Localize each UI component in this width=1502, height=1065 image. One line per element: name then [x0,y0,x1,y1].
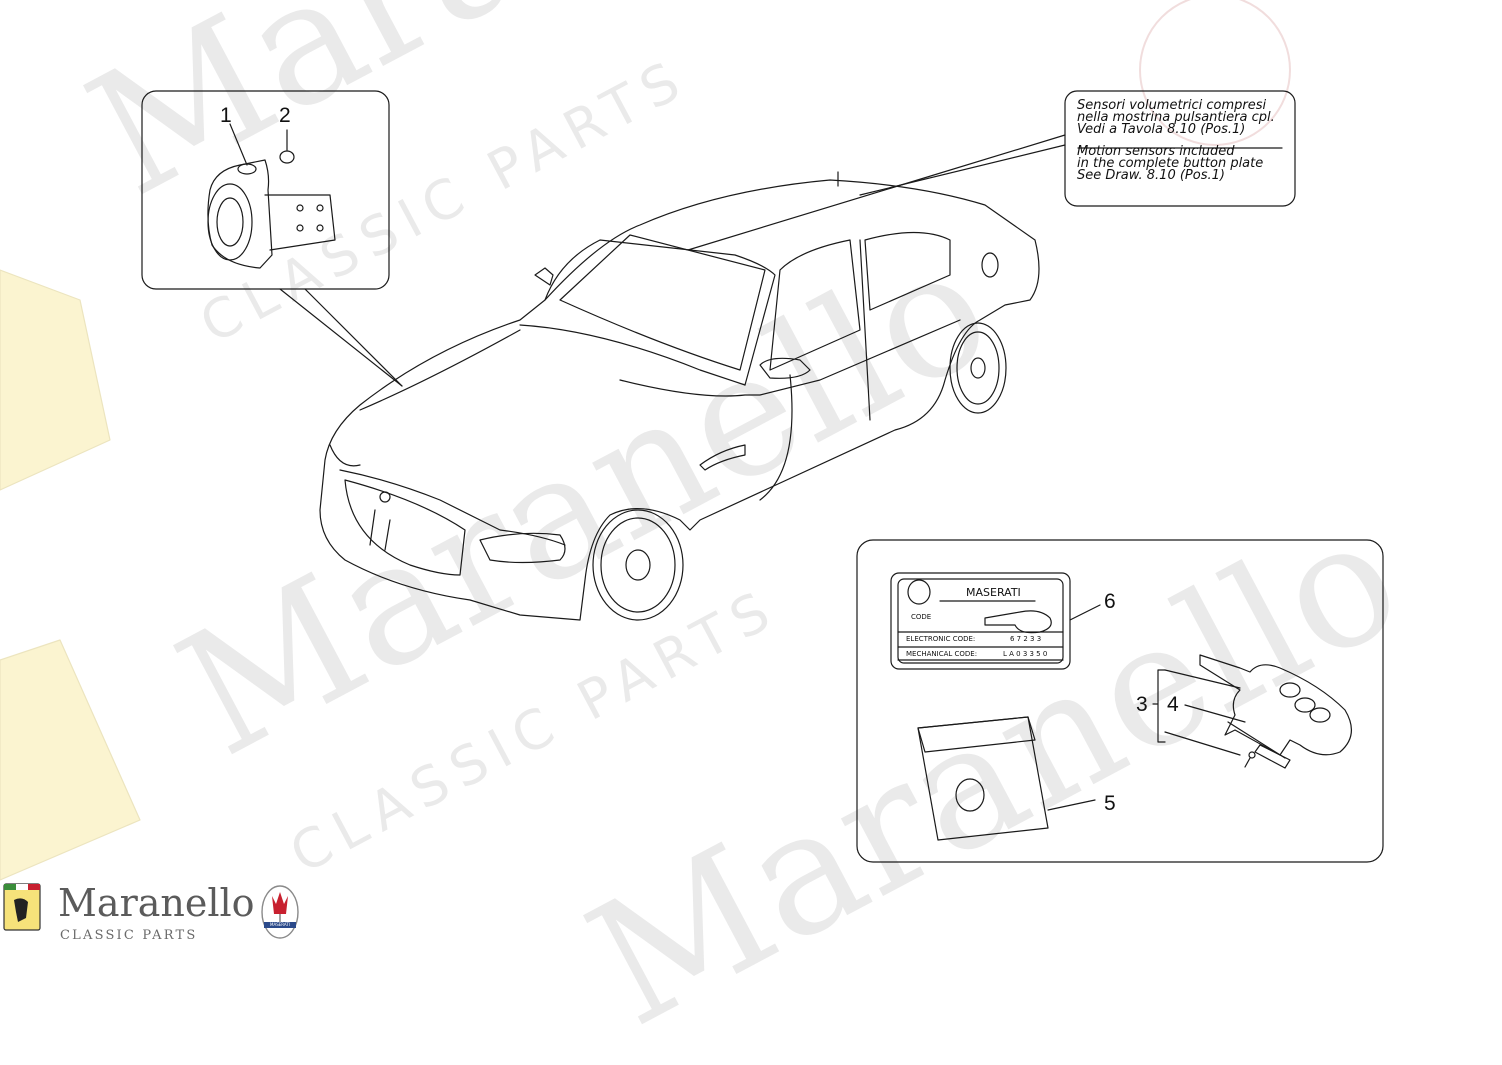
maserati-badge-text: MASERATI [270,922,290,927]
siren-drawing [207,123,336,269]
ferrari-badge-left-bottom [0,639,141,881]
brand-logo-area: MASERATI [0,878,320,946]
callout-en-line3: See Draw. 8.10 (Pos.1) [1077,168,1225,183]
accessories-callout-box [856,539,1384,863]
car-drawing [319,171,1040,621]
part-number-6: 6 [1104,590,1116,613]
part-number-3: 3 [1136,693,1148,716]
maserati-trident-icon [261,885,299,939]
brand-subtitle: CLASSIC PARTS [60,928,198,943]
brand-name: Maranello [58,881,255,925]
wallet-drawing [917,716,1096,841]
ferrari-shield-icon [3,883,299,939]
parts-diagram: Maranello CLASSIC PARTS Maranello CLASSI… [0,0,1429,1065]
callout-it-line2: nella mostrina pulsantiera cpl. [1077,110,1275,125]
code-card-mechanical-label: MECHANICAL CODE: [906,650,978,658]
code-card-electronic-value: 6 7 2 3 3 [1010,635,1042,643]
callout-it-line3: Vedi a Tavola 8.10 (Pos.1) [1077,122,1246,137]
callout-en-line1: Motion sensors included [1077,144,1235,159]
part-number-2: 2 [279,104,291,127]
siren-callout-box [141,90,390,290]
code-card-drawing [890,572,1101,670]
code-card-electronic-label: ELECTRONIC CODE: [906,635,976,643]
code-card-mechanical-value: L A 0 3 3 5 0 [1003,650,1048,658]
part-number-4: 4 [1167,693,1179,716]
sensor-callout-box [1064,90,1296,207]
code-card-code-label: CODE [911,613,932,621]
key-fob-drawing [1152,654,1352,769]
part-number-1: 1 [220,104,232,127]
part-number-5: 5 [1104,792,1116,815]
maserati-watermark-circle [1139,0,1291,146]
ferrari-badge-left-top [0,269,111,491]
sensor-callout-text: Sensori volumetrici compresi nella mostr… [1077,98,1291,183]
callout-en-line2: in the complete button plate [1077,156,1264,171]
code-card-brand: MASERATI [966,586,1021,599]
line-drawing [0,0,1384,881]
callout-it-line1: Sensori volumetrici compresi [1077,98,1267,113]
